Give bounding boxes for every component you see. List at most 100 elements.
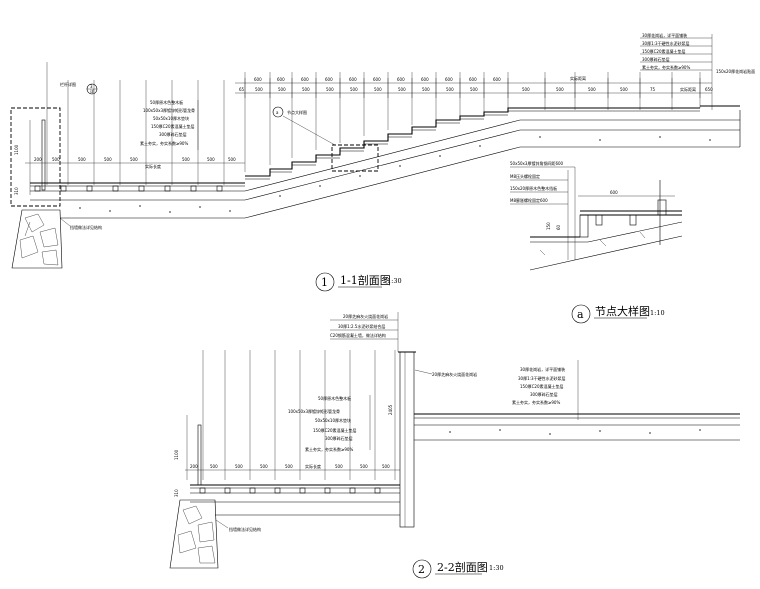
s2-dim-500: 500 — [235, 464, 243, 469]
s2-dim-500: 500 — [382, 464, 390, 469]
railing-post — [41, 119, 46, 191]
detail-a-scale: 1:10 — [650, 309, 665, 317]
dim-500: 500 — [398, 87, 406, 92]
right-layer-5: 素土夯实，夯实系数≥90% — [642, 64, 690, 70]
dim-600: 600 — [373, 77, 381, 82]
s2-retaining-wall-rubble — [169, 499, 219, 569]
left-layer-2: 100x50x3厚镀锌矩形管龙骨 — [143, 107, 195, 113]
dim-650: 650 — [705, 87, 713, 92]
wall-note: 挡墙做法详见结构 — [70, 224, 102, 230]
dim-600: 600 — [397, 77, 405, 82]
dim-310-2: 310 — [174, 489, 179, 497]
left-layer-3: 50x50x10厚木垫块 — [153, 115, 189, 121]
top-note-1: 20厚芝麻灰火烧面花岗岩 — [343, 313, 388, 319]
section-2-bubble — [412, 559, 432, 579]
dim-600: 600 — [349, 77, 357, 82]
section-2-number: 2 — [418, 563, 425, 576]
detail-a: 50x50x3厚镀锌角钢间距600 M8压头螺栓固定 150x20厚原木色整木挡… — [510, 160, 683, 324]
section-2-title: 2-2剖面图 — [437, 560, 488, 574]
wall-cap-note: 20厚芝麻灰火烧面花岗岩 — [432, 371, 477, 377]
dim-500: 500 — [104, 157, 112, 162]
dim-600: 600 — [469, 77, 477, 82]
dim-65: 65 — [239, 87, 245, 92]
retaining-wall — [399, 351, 415, 528]
dim-500: 500 — [278, 87, 286, 92]
reference-lines — [46, 62, 701, 185]
right-gravel-hatch — [449, 429, 701, 435]
dim-500: 500 — [350, 87, 358, 92]
dim-600: 600 — [493, 77, 501, 82]
right-layer-3: 150厚C20素混凝土垫层 — [642, 48, 686, 54]
dim-500: 500 — [182, 157, 190, 162]
detail-slope — [587, 221, 683, 243]
s2-dim-200: 200 — [190, 464, 198, 469]
dim-600: 600 — [445, 77, 453, 82]
dim-500: 500 — [255, 87, 263, 92]
dim-actual-length: 实际长度 — [145, 163, 161, 169]
detail-a-letter: a — [577, 308, 584, 321]
dim-310: 310 — [14, 187, 19, 195]
detail-a-title-bubble — [571, 304, 591, 324]
detail-riser-board — [579, 214, 589, 238]
reference-lines-2 — [186, 350, 396, 480]
dim-500: 500 — [556, 87, 564, 92]
s2-dim-500: 500 — [210, 464, 218, 469]
section-2-2: 20厚芝麻灰火烧面花岗岩 30厚1:2.5水泥砂浆结合层 C20钢筋混凝土墙，做… — [169, 312, 740, 579]
railing-note: 栏杆详图 — [60, 81, 76, 87]
dim-1100: 1100 — [14, 144, 19, 155]
left-layer-4: 150厚C20素混凝土垫层 — [151, 123, 195, 129]
s2-layer-6: 素土夯实，夯实系数≥90% — [305, 446, 353, 452]
dim-actual-distance: 实际距离 — [570, 75, 586, 81]
left-layer-5: 300厚碎石垫层 — [159, 131, 187, 137]
dim-600: 600 — [421, 77, 429, 82]
detail-dim-600: 600 — [610, 190, 618, 195]
retaining-wall-rubble — [11, 209, 63, 269]
s2-layer-1: 50厚原木色整木板 — [318, 395, 351, 401]
detail-dim-60: 60 — [556, 224, 561, 230]
railing-ref: 3 — [90, 84, 93, 89]
top-note-3: C20钢筋混凝土墙，做法详结构 — [330, 332, 386, 338]
dim-500: 500 — [302, 87, 310, 92]
detail-a-bubble — [272, 106, 284, 118]
dim-500: 500 — [228, 157, 236, 162]
s2-right-layer-1: 30厚花岗岩，详平面铺装 — [520, 366, 565, 372]
right-layer-1: 30厚花岗岩，详平面铺装 — [642, 32, 687, 38]
dim-500: 500 — [588, 87, 596, 92]
dim-500: 500 — [207, 157, 215, 162]
dim-600: 600 — [301, 77, 309, 82]
railing-post-2 — [197, 424, 202, 486]
dim-500: 500 — [522, 87, 530, 92]
s2-dim-500: 500 — [260, 464, 268, 469]
section-1-1: 65 600 600 600 600 600 600 600 600 600 6… — [10, 32, 755, 292]
detail-note-2: M8压头螺栓固定 — [510, 173, 540, 179]
s2-dim-500: 500 — [335, 464, 343, 469]
dim-500: 500 — [470, 87, 478, 92]
s2-layer-3: 50x50x10厚木垫块 — [315, 417, 351, 423]
s2-layer-2: 100x50x3厚镀锌矩形管龙骨 — [288, 408, 340, 414]
dim-500: 500 — [620, 87, 628, 92]
stair-deck-profile — [245, 107, 700, 177]
concrete-top — [30, 119, 740, 192]
dim-500: 500 — [78, 157, 86, 162]
right-end-note: 150x20厚花岗岩贴面 — [716, 68, 755, 74]
s2-wall-note: 挡墙做法详见结构 — [229, 526, 261, 532]
dim-500: 500 — [130, 157, 138, 162]
dim-600: 600 — [254, 77, 262, 82]
detail-letter: a — [276, 110, 279, 115]
s2-layer-4: 150厚C20素混凝土垫层 — [313, 427, 357, 433]
s2-right-layer-5: 素土夯实，夯实系数≥90% — [512, 399, 560, 405]
deck-supports — [34, 185, 223, 192]
section-1-number: 1 — [321, 276, 328, 289]
s2-right-layer-3: 150厚C20素混凝土垫层 — [520, 383, 564, 389]
s2-layer-5: 300厚碎石垫层 — [325, 435, 353, 441]
detail-a-title: 节点大样图 — [595, 304, 650, 318]
dim-500: 500 — [422, 87, 430, 92]
dim-actual-distance: 实际距离 — [680, 86, 696, 92]
s2-supports — [199, 487, 381, 494]
section-1-scale: 1:30 — [387, 277, 402, 285]
left-railing-dashed-box — [10, 107, 61, 207]
section-1-title: 1-1剖面图 — [340, 273, 391, 287]
detail-note-4: M8膨胀螺栓固定600 — [510, 197, 548, 203]
dim-500: 500 — [446, 87, 454, 92]
detail-dim-150: 150 — [546, 222, 551, 230]
